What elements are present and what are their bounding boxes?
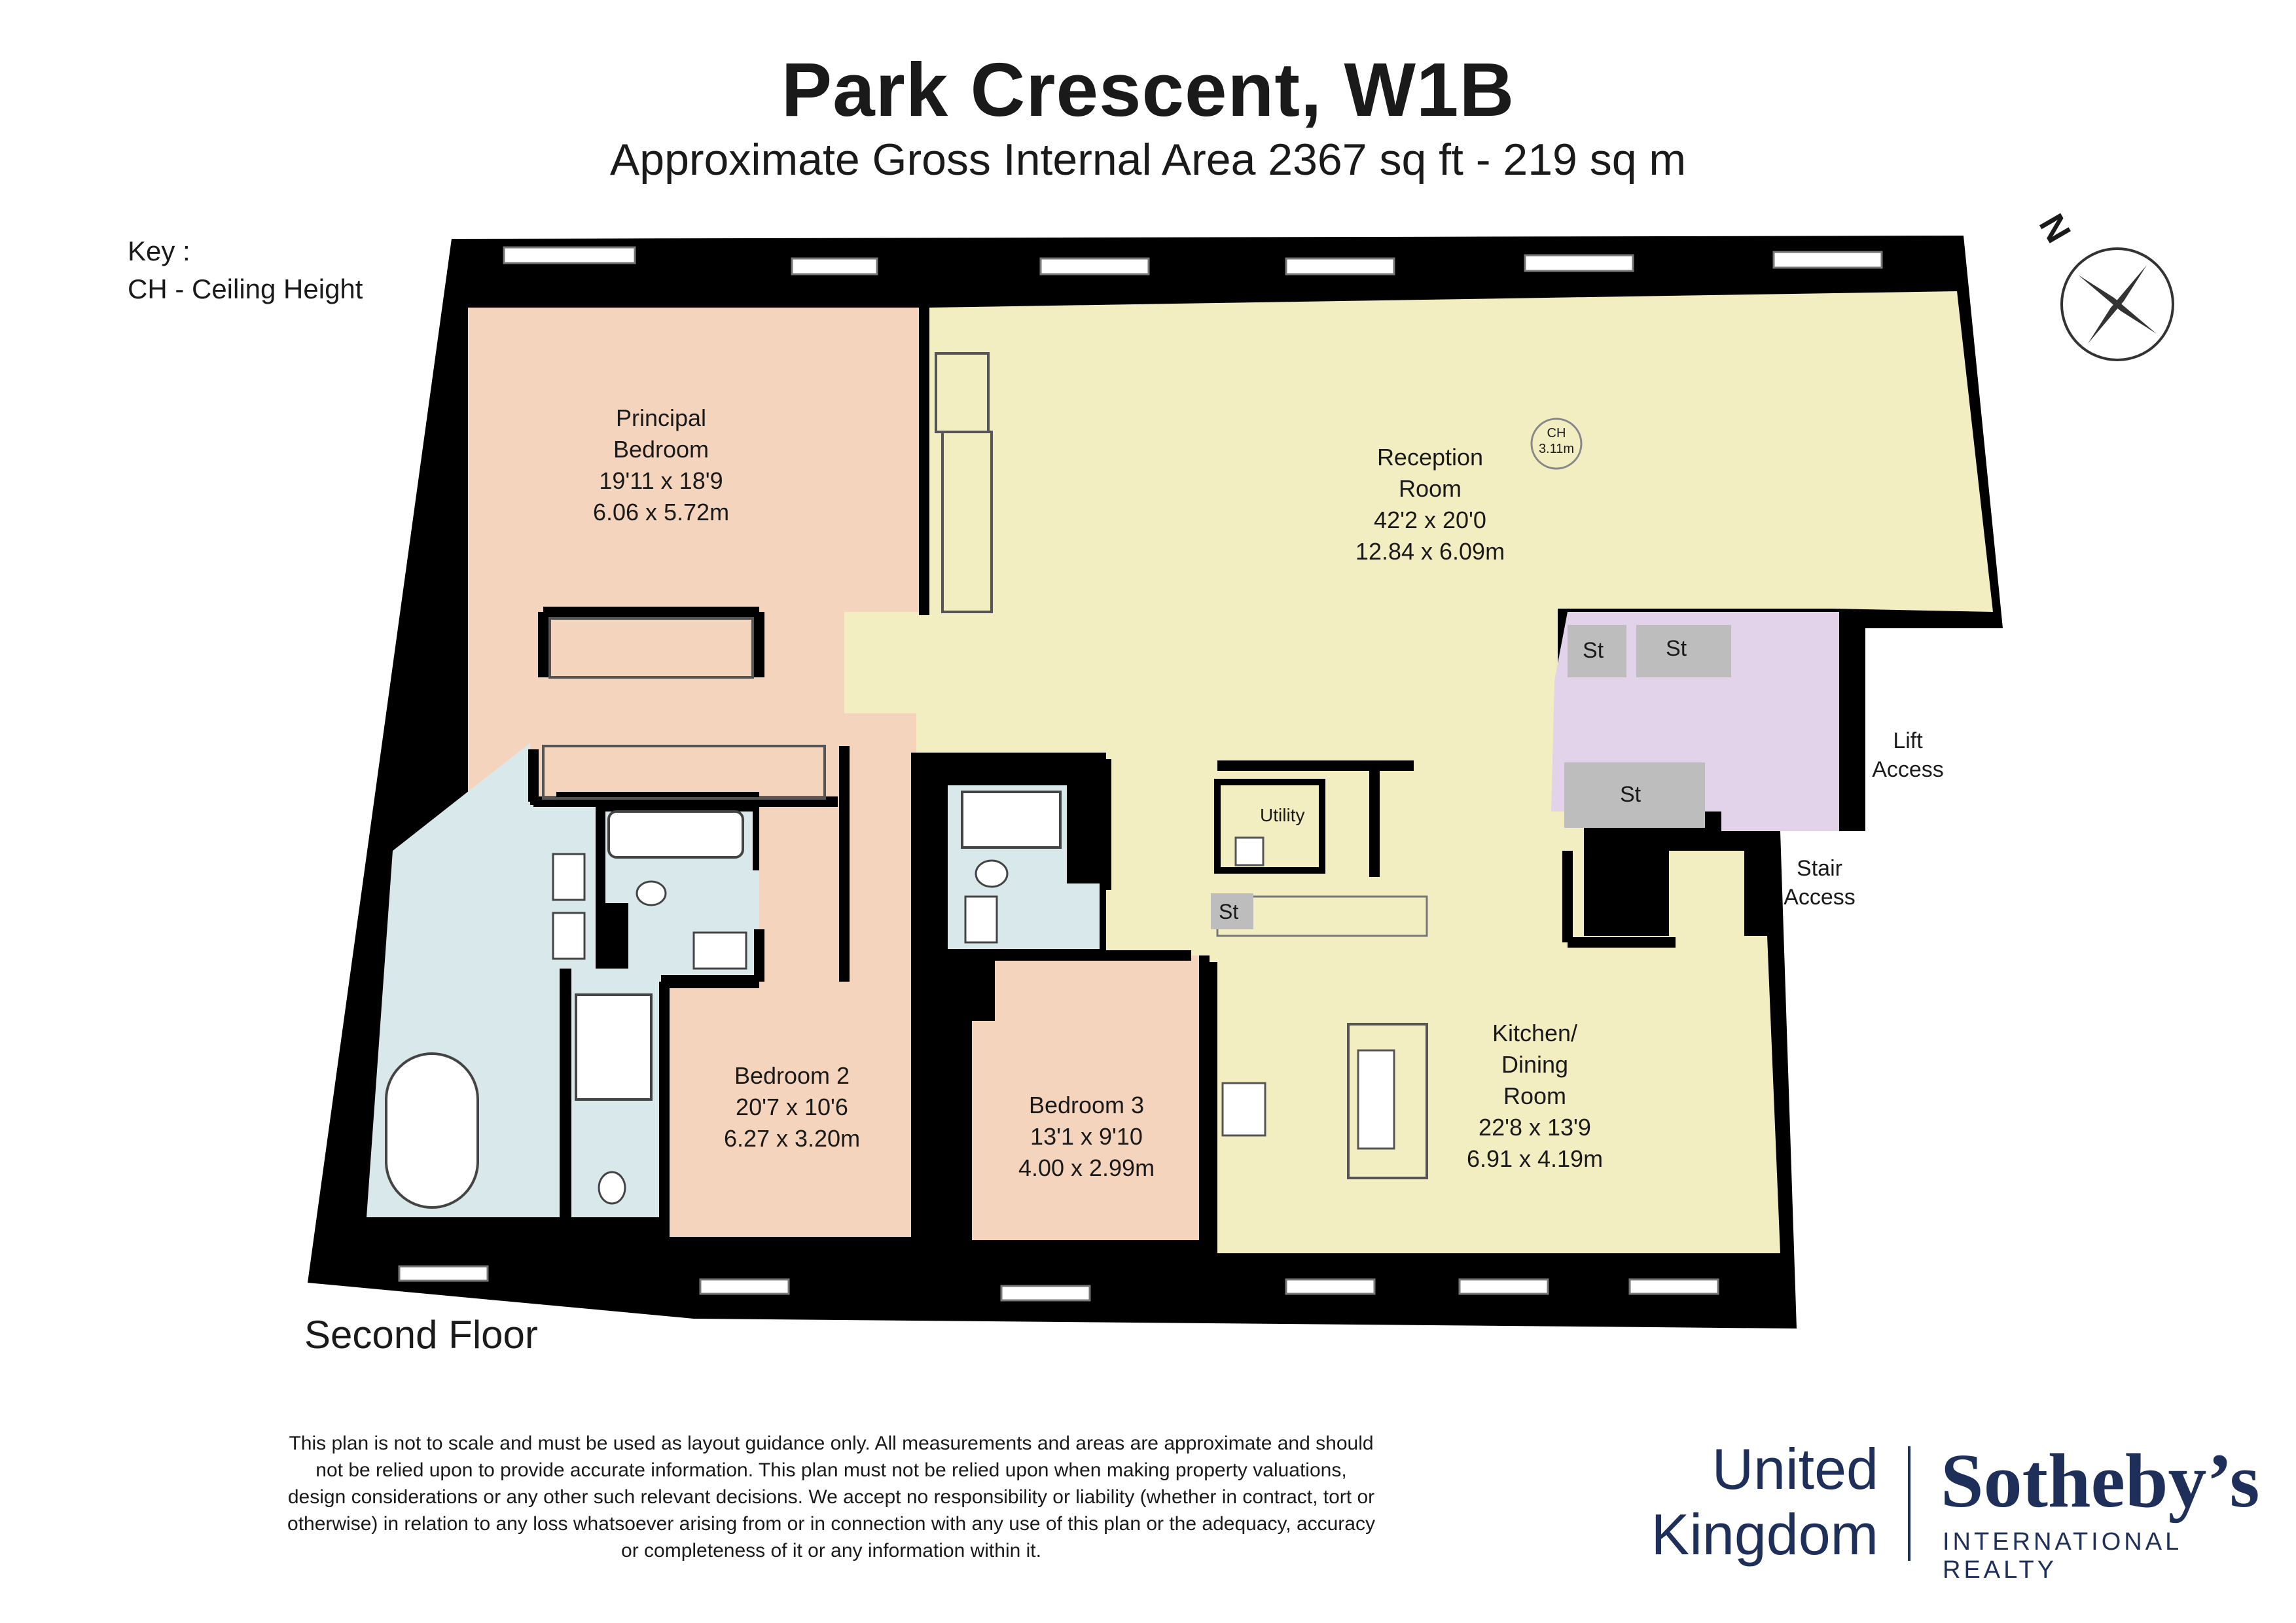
brand-logo-name: Sotheby’s xyxy=(1941,1438,2260,1524)
reception-imperial: 42'2 x 20'0 xyxy=(1374,507,1486,533)
store-4 xyxy=(1211,893,1253,929)
key-ceiling-height: CH - Ceiling Height xyxy=(128,274,363,304)
store-1 xyxy=(1568,625,1626,677)
sinks xyxy=(552,853,998,970)
stair-line-1: Stair xyxy=(1797,856,1842,881)
kitchen-metric: 6.91 x 4.19m xyxy=(1466,1145,1604,1172)
store-2 xyxy=(1636,625,1731,677)
bath-tub-2 xyxy=(607,810,744,859)
brand-tagline: INTERNATIONAL REALTY xyxy=(1943,1528,2181,1584)
bedroom-2-name: Bedroom 2 xyxy=(734,1062,850,1089)
disclaimer-line: not be relied upon to provide accurate i… xyxy=(315,1459,1347,1481)
ceiling-line-1: CH xyxy=(1547,426,1566,440)
kitchen-label: Kitchen/ Dining Room 22'8 x 13'9 6.91 x … xyxy=(1427,1018,1643,1175)
kitchen-name-3: Room xyxy=(1503,1082,1567,1109)
ceiling-height-label: CH 3.11m xyxy=(1532,425,1581,457)
room-bedroom-2 xyxy=(668,753,916,1237)
top-windows xyxy=(503,246,1883,276)
stair-access-label: Stair Access xyxy=(1774,854,1865,912)
reception-name-1: Reception xyxy=(1376,444,1484,471)
room-principal-bedroom xyxy=(468,308,920,792)
internal-walls xyxy=(528,308,1676,1243)
kitchen-sink xyxy=(1357,1049,1395,1150)
bedroom-3-name: Bedroom 3 xyxy=(1028,1092,1145,1118)
brand-region-line-1: United xyxy=(1712,1436,1878,1501)
kitchen-hob xyxy=(1221,1082,1266,1137)
store-label-2: St xyxy=(1666,636,1687,661)
stair-line-2: Access xyxy=(1784,885,1856,910)
room-utility xyxy=(1214,779,1325,874)
wardrobes xyxy=(542,352,993,800)
disclaimer: This plan is not to scale and must be us… xyxy=(216,1430,1446,1564)
bedroom-3-imperial: 13'1 x 9'10 xyxy=(1030,1123,1143,1150)
reception-name-2: Room xyxy=(1398,475,1462,502)
store-label-4: St xyxy=(1219,900,1239,923)
key-heading: Key : xyxy=(128,236,190,266)
principal-bedroom-label: Principal Bedroom 19'11 x 18'9 6.06 x 5.… xyxy=(530,402,792,528)
bedroom-3-label: Bedroom 3 13'1 x 9'10 4.00 x 2.99m xyxy=(972,1090,1201,1184)
bedroom-2-label: Bedroom 2 20'7 x 10'6 6.27 x 3.20m xyxy=(677,1060,906,1154)
brand-divider xyxy=(1908,1446,1910,1561)
principal-name-2: Bedroom xyxy=(613,436,709,463)
kitchen-name-2: Dining xyxy=(1501,1051,1569,1078)
store-label-1: St xyxy=(1583,638,1604,663)
kitchen-name-1: Kitchen/ xyxy=(1492,1020,1578,1046)
room-reception xyxy=(844,291,1993,681)
disclaimer-line: This plan is not to scale and must be us… xyxy=(289,1433,1374,1454)
bottom-windows xyxy=(398,1265,1719,1302)
key-legend: Key : CH - Ceiling Height xyxy=(128,232,363,308)
principal-imperial: 19'11 x 18'9 xyxy=(599,467,723,494)
utility-sink xyxy=(1234,836,1265,866)
bedroom-3-metric: 4.00 x 2.99m xyxy=(1018,1154,1155,1181)
principal-metric: 6.06 x 5.72m xyxy=(592,499,730,526)
shower-tray-3 xyxy=(961,791,1062,849)
disclaimer-line: design considerations or any other such … xyxy=(287,1486,1375,1508)
kitchen-imperial: 22'8 x 13'9 xyxy=(1479,1114,1591,1141)
disclaimer-line: otherwise) in relation to any loss whats… xyxy=(287,1513,1375,1535)
lift-line-1: Lift xyxy=(1893,728,1923,753)
brand-region-line-2: Kingdom xyxy=(1651,1502,1878,1567)
lift-access-label: Lift Access xyxy=(1865,726,1950,784)
page-subtitle: Approximate Gross Internal Area 2367 sq … xyxy=(609,135,1687,185)
bedroom-2-metric: 6.27 x 3.20m xyxy=(723,1125,861,1152)
ceiling-height-badge xyxy=(1530,418,1583,470)
store-label-3: St xyxy=(1620,782,1641,807)
bath-tub-master xyxy=(385,1052,479,1209)
lift-line-2: Access xyxy=(1872,757,1944,782)
disclaimer-line: or completeness of it or any information… xyxy=(621,1540,1041,1561)
utility-label: Utility xyxy=(1260,805,1305,825)
compass-icon xyxy=(2060,247,2174,361)
page-title: Park Crescent, W1B xyxy=(781,47,1515,132)
reception-label: Reception Room 42'2 x 20'0 12.84 x 6.09m xyxy=(1299,442,1561,567)
room-principal-bedroom-lower xyxy=(468,668,844,798)
principal-name-1: Principal xyxy=(615,404,707,431)
room-bedroom-3 xyxy=(972,955,1204,1240)
bedroom-2-imperial: 20'7 x 10'6 xyxy=(736,1094,848,1120)
ceiling-line-2: 3.11m xyxy=(1538,442,1575,456)
bathroom-wall-block xyxy=(560,969,571,1224)
reception-metric: 12.84 x 6.09m xyxy=(1355,538,1505,565)
toilets xyxy=(598,859,1009,1205)
floor-label: Second Floor xyxy=(304,1313,538,1357)
brand-region: United Kingdom xyxy=(1636,1436,1878,1567)
shower-tray-master xyxy=(575,993,653,1101)
store-3 xyxy=(1564,762,1705,828)
